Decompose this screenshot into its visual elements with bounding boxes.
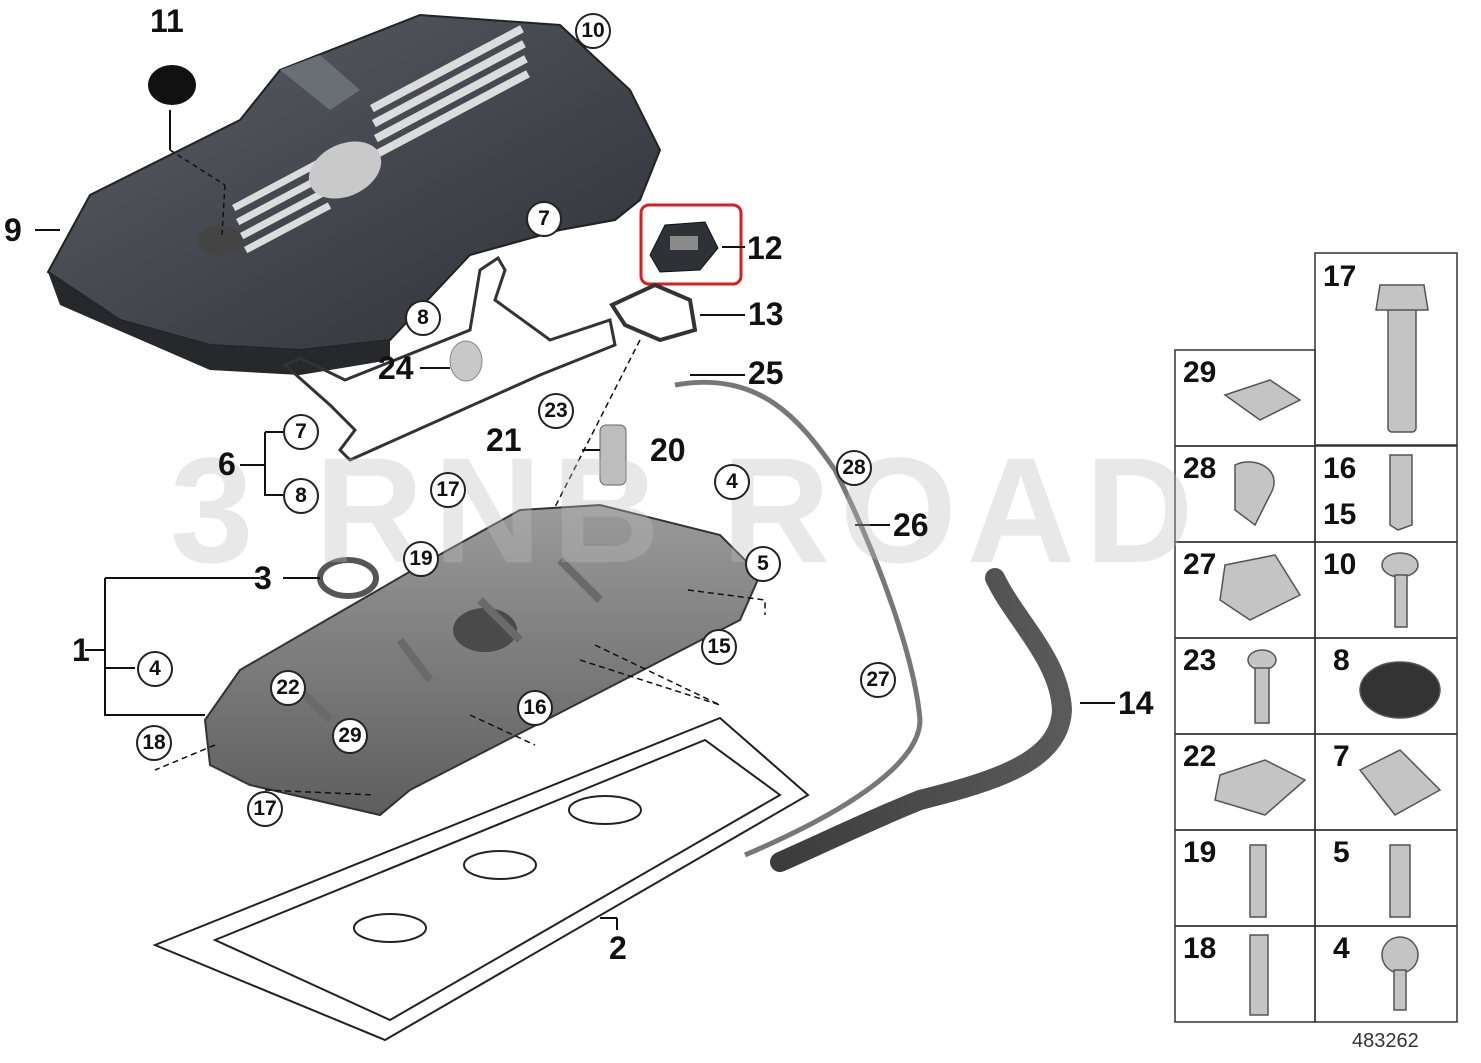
reference-number: 483262 [1352, 1030, 1419, 1052]
mounting-bracket [282, 255, 617, 462]
circled-callout-8: 8 [405, 300, 441, 336]
circled-callout-8b: 8 [283, 478, 319, 514]
callout-2: 2 [609, 930, 627, 966]
grid-label-23: 23 [1183, 644, 1217, 677]
grid-label-28: 28 [1183, 452, 1217, 485]
callout-26: 26 [893, 507, 929, 543]
grid-label-7: 7 [1333, 740, 1350, 773]
circled-callout-10: 10 [575, 13, 611, 49]
circled-callout-16: 16 [517, 690, 553, 726]
circled-callout-29: 29 [332, 718, 368, 754]
grid-label-19: 19 [1183, 836, 1217, 869]
grid-label-10: 10 [1323, 548, 1357, 581]
circled-callout-19: 19 [403, 541, 439, 577]
circled-callout-18: 18 [136, 725, 172, 761]
cap-seal-part [649, 221, 719, 273]
callout-14: 14 [1118, 685, 1154, 721]
callout-13: 13 [748, 296, 784, 332]
grid-label-16: 16 [1323, 452, 1357, 485]
grid-label-8: 8 [1333, 644, 1350, 677]
callout-9: 9 [4, 212, 22, 248]
grid-part-sketches [1214, 284, 1442, 1016]
parts-grid [1174, 252, 1458, 1023]
grid-label-17: 17 [1323, 260, 1357, 293]
callout-21: 21 [486, 422, 522, 458]
engine-cover [46, 13, 662, 375]
grid-label-5: 5 [1333, 836, 1350, 869]
callout-6: 6 [218, 446, 236, 482]
breather-hose [770, 568, 1073, 872]
callout-3: 3 [254, 560, 272, 596]
circled-callout-17: 17 [430, 472, 466, 508]
grid-label-4: 4 [1333, 932, 1350, 965]
highlight-box [639, 203, 743, 286]
vent-line [674, 379, 923, 858]
callout-12: 12 [747, 230, 783, 266]
grid-label-29: 29 [1183, 356, 1217, 389]
sensor-part [599, 424, 627, 486]
callout-20: 20 [650, 432, 686, 468]
circled-callout-27: 27 [860, 662, 896, 698]
circled-callout-17b: 17 [247, 791, 283, 827]
circled-callout-4b: 4 [137, 651, 173, 687]
callout-24: 24 [378, 350, 414, 386]
circled-callout-23: 23 [538, 393, 574, 429]
circled-callout-28: 28 [836, 450, 872, 486]
circled-callout-7: 7 [526, 201, 562, 237]
circled-callout-5: 5 [745, 546, 781, 582]
callout-11: 11 [150, 3, 184, 39]
callout-25: 25 [748, 355, 784, 391]
cap-part [148, 65, 196, 105]
valve-cover-gasket [152, 716, 810, 1042]
circled-callout-22: 22 [270, 670, 306, 706]
plug-part [449, 340, 483, 382]
watermark: 3 RNB ROAD [170, 426, 1204, 594]
circled-callout-4: 4 [714, 464, 750, 500]
grid-label-22: 22 [1183, 740, 1217, 773]
callout-1: 1 [72, 632, 90, 668]
gasket-ring [609, 282, 698, 343]
circled-callout-7b: 7 [283, 414, 319, 450]
grid-label-18: 18 [1183, 932, 1217, 965]
circled-callout-15: 15 [701, 629, 737, 665]
grid-label-15: 15 [1323, 498, 1357, 531]
grid-label-27: 27 [1183, 548, 1217, 581]
